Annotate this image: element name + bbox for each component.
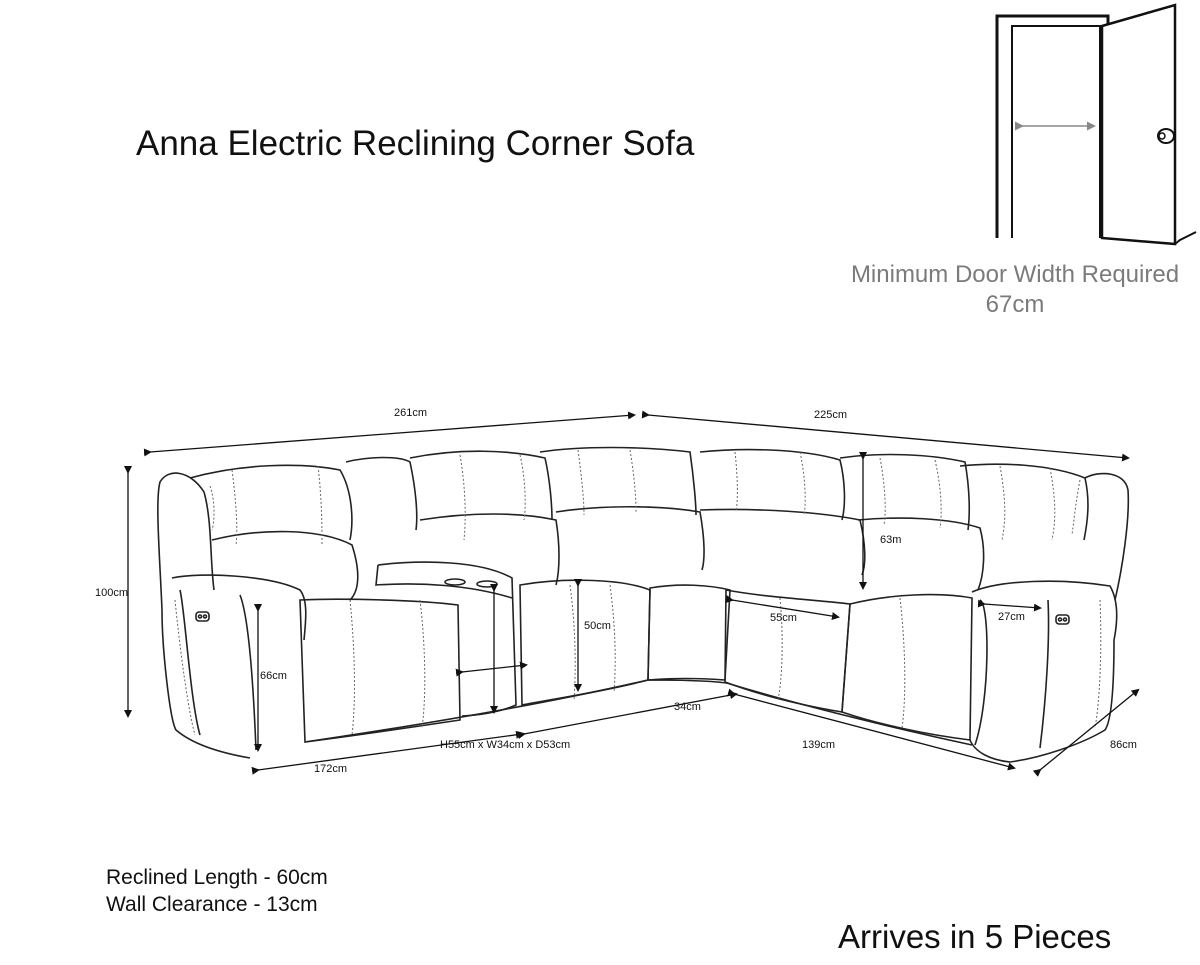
reclined-length: Reclined Length - 60cm [106, 866, 328, 889]
label-depth: 86cm [1110, 739, 1137, 751]
product-title: Anna Electric Reclining Corner Sofa [136, 124, 695, 163]
wall-clearance: Wall Clearance - 13cm [106, 893, 318, 916]
door-icon [995, 3, 1197, 246]
specs-block: Reclined Length - 60cm Wall Clearance - … [106, 864, 328, 918]
dim-arrow-seat-depth [725, 595, 840, 620]
label-console-size: H55cm x W34cm x D53cm [440, 739, 570, 751]
label-height: 100cm [95, 587, 128, 599]
dim-arrow-depth [1032, 688, 1140, 777]
label-left-length: 261cm [394, 407, 427, 419]
label-back-height: 63m [880, 534, 901, 546]
label-right-section: 139cm [802, 739, 835, 751]
dimension-arrows [124, 410, 1140, 777]
label-seat-depth: 55cm [770, 612, 797, 624]
sofa-outline [157, 446, 1130, 763]
door-caption: Minimum Door Width Required 67cm [830, 260, 1200, 320]
pieces-note: Arrives in 5 Pieces [838, 918, 1112, 955]
label-console-height: 50cm [584, 620, 611, 632]
dim-arrow-left-section [251, 730, 524, 775]
label-right-length: 225cm [814, 409, 847, 421]
label-arm-width: 27cm [998, 611, 1025, 623]
dim-arrow-corner-width [517, 691, 738, 740]
door-width-value: 67cm [985, 291, 1045, 318]
dim-arrow-console-width [455, 661, 528, 677]
door-caption-text: Minimum Door Width Required [850, 261, 1180, 288]
dim-arrow-arm-width [977, 599, 1042, 612]
label-corner-width: 34cm [674, 701, 701, 713]
label-left-section: 172cm [314, 763, 347, 775]
label-seat-height: 66cm [260, 670, 287, 682]
dim-arrow-left-length [143, 411, 636, 457]
dim-arrow-right-section [727, 688, 1016, 771]
dim-arrow-right-length [641, 410, 1130, 462]
